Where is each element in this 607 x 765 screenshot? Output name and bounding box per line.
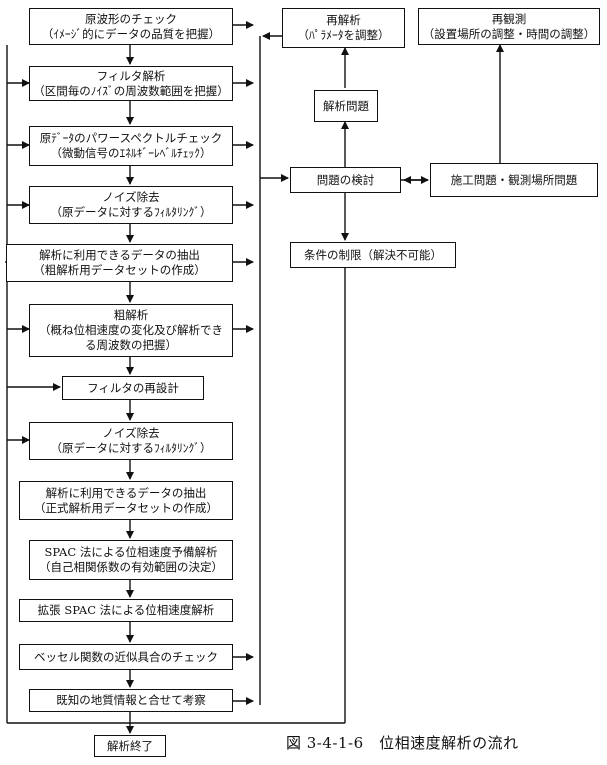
box-problem-review: 問題の検討 — [290, 167, 401, 193]
step-noise-removal-2: ノイズ除去 （原データに対するﾌｨﾙﾀﾘﾝｸﾞ） — [29, 422, 233, 460]
box-construction-problem: 施工問題・観測場所問題 — [430, 163, 598, 197]
step-sublabel: （原データに対するﾌｨﾙﾀﾘﾝｸﾞ） — [50, 441, 212, 455]
figure-caption: 図 3-4-1-6 位相速度解析の流れ — [286, 734, 519, 752]
construction-problem-label: 施工問題・観測場所問題 — [450, 172, 578, 187]
analysis-problem-label: 解析問題 — [323, 98, 369, 113]
step-label: 解析に利用できるデータの抽出 — [39, 248, 200, 262]
step-sublabel: （自己相関係数の有効範囲の決定） — [39, 560, 223, 574]
step-label: 原ﾃﾞｰﾀのパワースペクトルチェック — [39, 131, 223, 145]
step-label: 既知の地質情報と合せて考察 — [56, 693, 206, 707]
step-sublabel: （区間毎のﾉｲｽﾞの周波数範囲を把握） — [33, 83, 229, 98]
reobserve-sublabel: （設置場所の調整・時間の調整） — [422, 26, 596, 41]
step-label: 解析終了 — [107, 738, 153, 753]
step-geology-review: 既知の地質情報と合せて考察 — [29, 689, 233, 712]
step-sublabel: （微動信号のｴﾈﾙｷﾞｰﾚﾍﾞﾙﾁｪｯｸ） — [50, 146, 212, 160]
step-label: SPAC 法による位相速度予備解析 — [44, 545, 218, 559]
step-sublabel: （原データに対するﾌｨﾙﾀﾘﾝｸﾞ） — [50, 205, 212, 219]
step-label: ノイズ除去 — [102, 190, 160, 204]
step-analysis-end: 解析終了 — [94, 735, 166, 757]
step-sublabel: （正式解析用データセットの作成） — [34, 500, 218, 515]
step-label: ベッセル関数の近似具合のチェック — [34, 649, 218, 664]
step-noise-removal-1: ノイズ除去 （原データに対するﾌｨﾙﾀﾘﾝｸﾞ） — [29, 186, 233, 224]
step-label: 拡張 SPAC 法による位相速度解析 — [37, 603, 215, 617]
step-filter-redesign: フィルタの再設計 — [62, 376, 204, 400]
step-label: フィルタ解析 — [96, 68, 166, 83]
box-reobserve: 再観測 （設置場所の調整・時間の調整） — [418, 8, 600, 45]
reanalysis-label: 再解析 — [326, 13, 361, 27]
step-label: ノイズ除去 — [102, 426, 160, 440]
step-power-spectrum-check: 原ﾃﾞｰﾀのパワースペクトルチェック （微動信号のｴﾈﾙｷﾞｰﾚﾍﾞﾙﾁｪｯｸ） — [29, 126, 233, 166]
step-rough-analysis: 粗解析 （概ね位相速度の変化及び解析でき る周波数の把握） — [29, 304, 233, 357]
step-filter-analysis: フィルタ解析 （区間毎のﾉｲｽﾞの周波数範囲を把握） — [29, 66, 233, 101]
step-label: フィルタの再設計 — [87, 380, 179, 395]
step-sublabel: （粗解析用データセットの作成） — [33, 263, 206, 277]
reobserve-label: 再観測 — [491, 11, 527, 26]
step-sublabel: （概ね位相速度の変化及び解析でき — [39, 323, 223, 337]
step-data-extraction-1: 解析に利用できるデータの抽出 （粗解析用データセットの作成） — [6, 244, 233, 282]
box-reanalysis: 再解析 （ﾊﾟﾗﾒｰﾀを調整） — [282, 8, 405, 48]
reanalysis-sublabel: （ﾊﾟﾗﾒｰﾀを調整） — [297, 28, 390, 42]
step-sublabel: （ｲﾒｰｼﾞ的にデータの品質を把握） — [41, 26, 221, 41]
step-spac-preliminary: SPAC 法による位相速度予備解析 （自己相関係数の有効範囲の決定） — [29, 540, 233, 580]
box-condition-limitation: 条件の制限（解決不可能） — [290, 242, 456, 268]
step-bessel-check: ベッセル関数の近似具合のチェック — [19, 644, 233, 670]
step-sublabel-2: る周波数の把握） — [85, 338, 177, 352]
step-label: 解析に利用できるデータの抽出 — [45, 485, 207, 500]
step-label: 原波形のチェック — [85, 11, 177, 26]
condition-limitation-label: 条件の制限（解決不可能） — [304, 247, 442, 262]
problem-review-label: 問題の検討 — [316, 172, 375, 187]
step-waveform-check: 原波形のチェック （ｲﾒｰｼﾞ的にデータの品質を把握） — [29, 8, 233, 45]
step-data-extraction-2: 解析に利用できるデータの抽出 （正式解析用データセットの作成） — [19, 481, 233, 520]
box-analysis-problem: 解析問題 — [314, 90, 378, 122]
step-label: 粗解析 — [113, 308, 149, 322]
step-extended-spac: 拡張 SPAC 法による位相速度解析 — [19, 599, 233, 622]
